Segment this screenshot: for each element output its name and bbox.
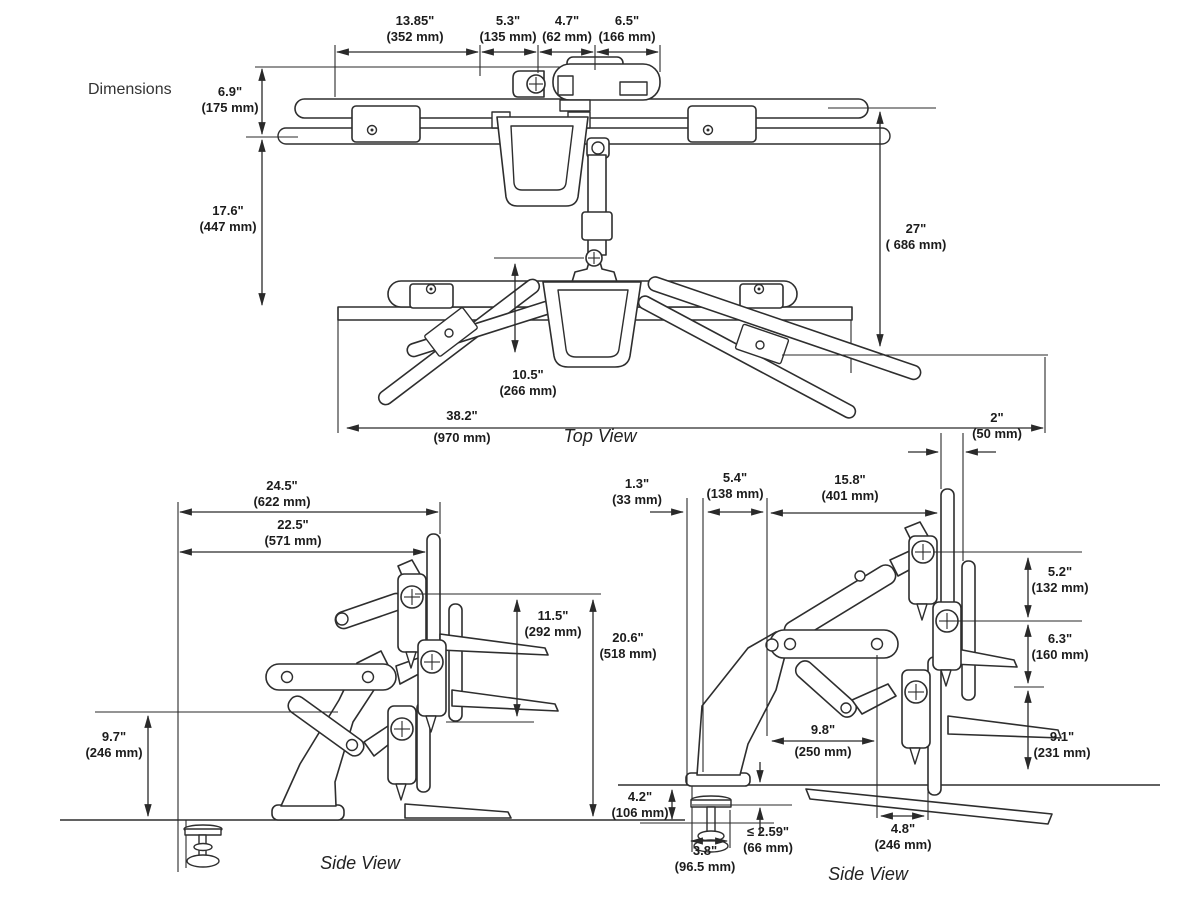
dim-right-2-59: ≤ 2.59"(66 mm): [743, 824, 793, 855]
dim-right-2: 2"(50 mm): [972, 410, 1022, 441]
dim-right-4-8: 4.8"(246 mm): [874, 821, 932, 852]
side-view-right-drawing: [618, 488, 1160, 853]
dim-top-10-5: 10.5"(266 mm): [499, 367, 557, 398]
dim-top-17-6: 17.6"(447 mm): [199, 203, 257, 234]
dim-right-4-2: 4.2"(106 mm): [611, 789, 669, 820]
dim-right-9-8: 9.8"(250 mm): [794, 722, 852, 759]
top-view-caption: Top View: [563, 426, 637, 446]
page-title: Dimensions: [88, 81, 172, 98]
dim-top-13-85: 13.85"(352 mm): [386, 13, 444, 44]
side-view-left-dim-lines: [95, 502, 601, 872]
dim-top-5-3: 5.3"(135 mm): [479, 13, 537, 44]
side-view-right-caption: Side View: [828, 864, 908, 884]
dim-left-24-5: 24.5"(622 mm): [253, 478, 311, 509]
dim-top-27: 27"( 686 mm): [885, 221, 947, 252]
dim-right-1-3: 1.3"(33 mm): [612, 476, 662, 507]
dim-top-4-7: 4.7"(62 mm): [542, 13, 592, 44]
dim-right-5-4: 5.4"(138 mm): [706, 470, 764, 501]
dim-right-5-2: 5.2"(132 mm): [1031, 564, 1089, 595]
dim-right-3-8: 3.8"(96.5 mm): [674, 843, 736, 874]
dim-left-9-7: 9.7"(246 mm): [85, 729, 143, 760]
dim-left-20-6: 20.6"(518 mm): [599, 630, 657, 661]
dim-left-11-5: 11.5"(292 mm): [524, 608, 582, 639]
top-view-dim-lines: [246, 45, 1048, 433]
dim-right-9-1: 9.1"(231 mm): [1033, 729, 1091, 760]
top-view-drawing: [277, 56, 922, 419]
side-view-right-dim-lines: [640, 433, 1082, 848]
side-view-left-caption: Side View: [320, 853, 400, 873]
dim-top-38-2: 38.2"(970 mm): [433, 408, 491, 445]
dim-right-6-3: 6.3"(160 mm): [1031, 631, 1089, 662]
dim-left-22-5: 22.5"(571 mm): [264, 517, 322, 548]
side-view-left-drawing: [60, 533, 685, 868]
dim-top-6-9: 6.9"(175 mm): [201, 84, 259, 115]
dim-top-6-5: 6.5"(166 mm): [598, 13, 656, 44]
dim-right-15-8: 15.8"(401 mm): [821, 472, 879, 503]
